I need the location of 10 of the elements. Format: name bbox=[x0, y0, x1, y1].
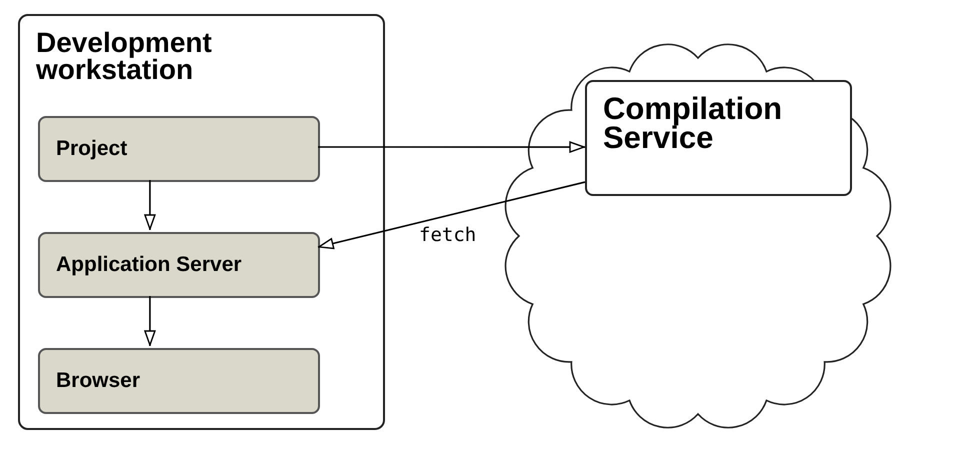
node-label: Compilation Service bbox=[603, 94, 784, 153]
node-label: Browser bbox=[56, 368, 140, 394]
process-box bbox=[38, 348, 320, 414]
panel-heading: Development workstation bbox=[36, 30, 213, 84]
process-box bbox=[38, 116, 320, 182]
node-label: Application Server bbox=[56, 252, 242, 278]
process-box bbox=[38, 232, 320, 298]
workstation-panel bbox=[18, 14, 385, 430]
service-box bbox=[585, 80, 852, 196]
node-label: Project bbox=[56, 136, 128, 162]
